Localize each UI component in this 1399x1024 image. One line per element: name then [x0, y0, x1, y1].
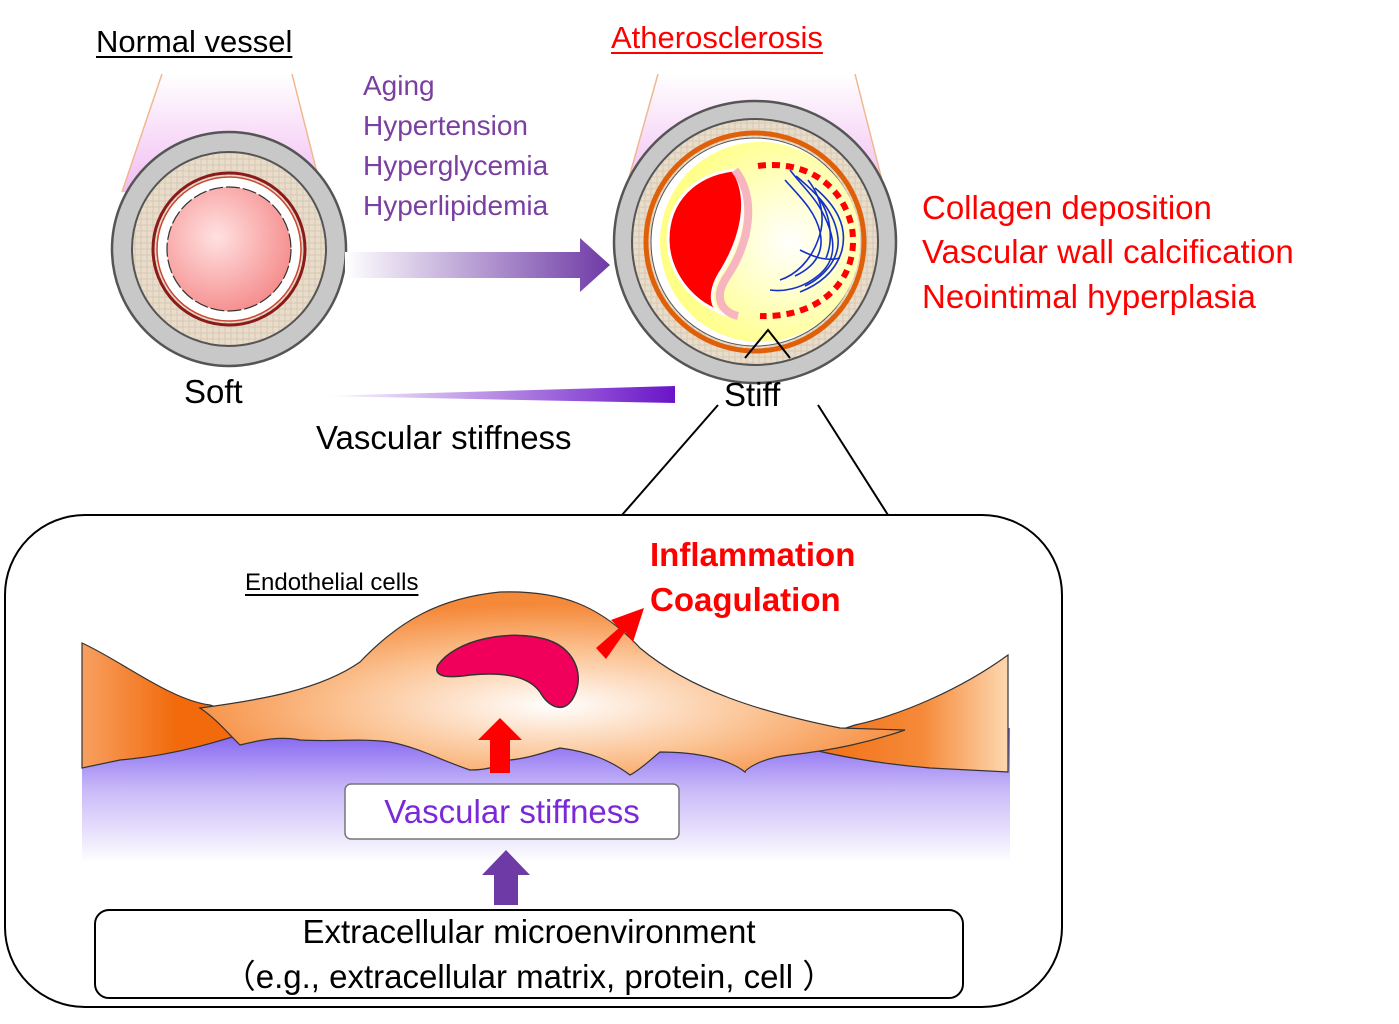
microenvironment-examples: （e.g., extracellular matrix, protein, ce…: [222, 958, 836, 995]
normal-vessel-title: Normal vessel: [96, 24, 293, 59]
normal-vessel: [110, 73, 348, 368]
cell-nucleus: [436, 634, 579, 709]
risk-factor-aging: Aging: [363, 70, 435, 101]
risk-factor-hyperglycemia: Hyperglycemia: [363, 150, 549, 181]
microenvironment-arrow: [482, 850, 530, 905]
change-neointimal-hyperplasia: Neointimal hyperplasia: [922, 278, 1256, 315]
progression-arrow: [345, 238, 610, 292]
change-collagen-deposition: Collagen deposition: [922, 189, 1212, 226]
atherosclerosis-title: Atherosclerosis: [611, 20, 823, 55]
change-wall-calcification: Vascular wall calcification: [922, 233, 1294, 270]
atherosclerotic-vessel: [612, 73, 898, 385]
stiffness-box: [344, 783, 680, 840]
normal-vessel-lumen: [166, 186, 292, 312]
effect-inflammation: Inflammation: [650, 536, 856, 573]
stiff-label: Stiff: [724, 376, 781, 413]
stiffness-to-cell-arrow: [478, 718, 522, 773]
stiffness-gradient-wedge: [322, 386, 675, 403]
soft-label: Soft: [184, 373, 243, 410]
hyperplasia-border: [757, 162, 857, 320]
vascular-stiffness-label: Vascular stiffness: [316, 419, 572, 456]
effect-coagulation: Coagulation: [650, 581, 841, 618]
risk-factor-hypertension: Hypertension: [363, 110, 528, 141]
zoom-callout-lines: [744, 328, 791, 359]
cell-to-effects-arrow: [596, 608, 644, 659]
microenvironment-title: Extracellular microenvironment: [302, 913, 756, 950]
endothelial-cells-label: Endothelial cells: [245, 569, 419, 596]
stiffness-box-label: Vascular stiffness: [384, 793, 640, 830]
risk-factor-hyperlipidemia: Hyperlipidemia: [363, 190, 549, 221]
collagen-fibers: [769, 169, 845, 293]
microenvironment-box: [94, 909, 964, 999]
